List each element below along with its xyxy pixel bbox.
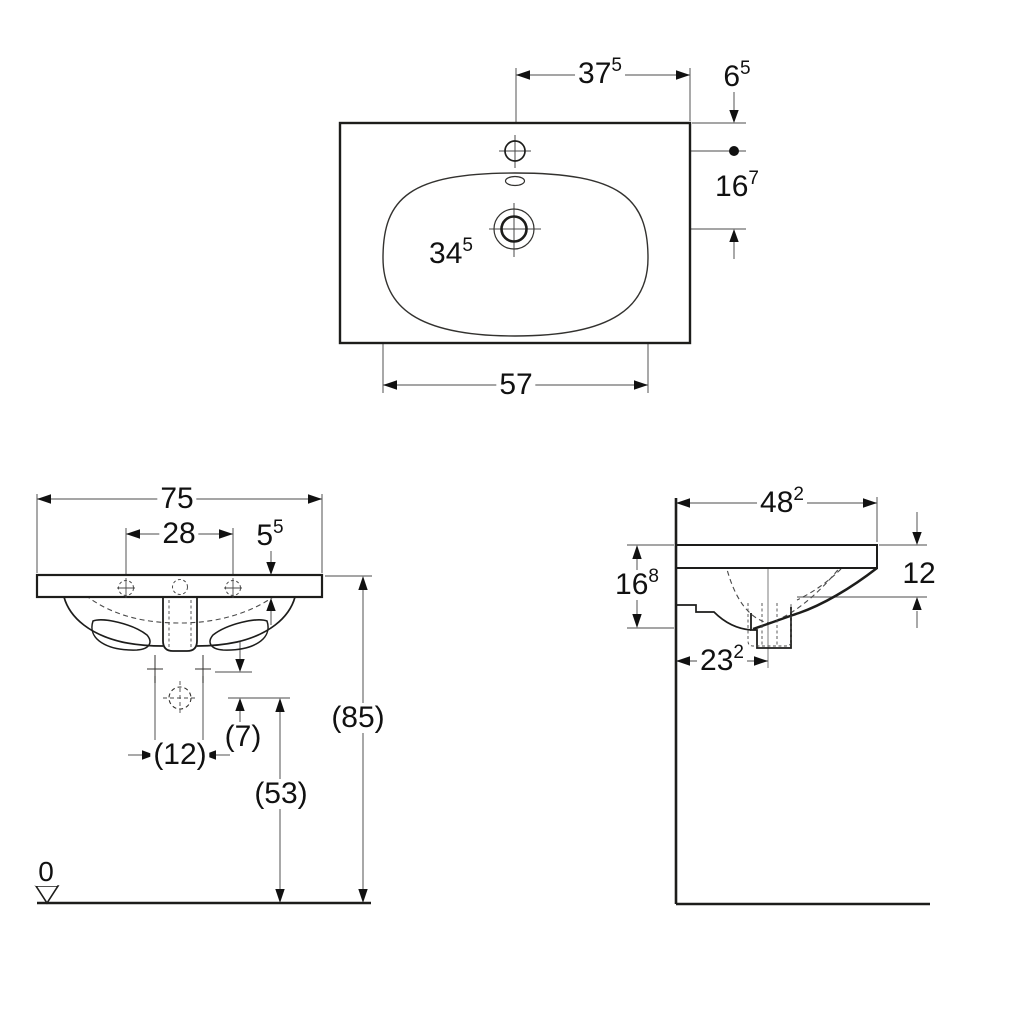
arrow-left (37, 494, 51, 504)
arrow-down (358, 889, 368, 903)
slab-front (35, 573, 324, 599)
arrow-right (308, 494, 322, 504)
front-view (34, 494, 372, 905)
dim-label-tap-to-drain: 167 (712, 169, 762, 202)
dim-label-slab-thickness: 55 (253, 518, 287, 551)
bowl-web-right (209, 619, 269, 651)
arrow-right (754, 656, 768, 666)
arrow-down (729, 110, 739, 123)
dim-label-supply-spacing: (12) (150, 740, 210, 770)
drain-inner-plan (500, 215, 528, 243)
arrow-up (632, 545, 642, 559)
dim-label-rim-height: (85) (328, 703, 388, 733)
arrow-left (383, 380, 397, 390)
arrow-right (142, 750, 155, 760)
dim-label-basin-width: 57 (496, 370, 536, 400)
top-view (338, 68, 746, 393)
dim-label-wall-to-drain: 232 (697, 643, 747, 676)
outlet-crosshair (163, 681, 197, 715)
tap-hole-plan (504, 140, 526, 162)
connection-crosses (147, 655, 211, 683)
arrow-down (235, 659, 245, 672)
tap-hole-hidden-icon (172, 579, 188, 595)
bowl-underside-side (676, 604, 752, 631)
dim-label-fixing-holes: 28 (159, 519, 199, 549)
trap-hidden-outline-side (747, 603, 792, 647)
rim-hidden-edge-side (796, 548, 858, 601)
dim-label-outlet-height: (53) (251, 779, 311, 809)
front-view-dimension-lines (36, 494, 372, 890)
arrow-left (676, 498, 690, 508)
bowl-underside-left (63, 596, 164, 647)
overflow-slot-plan (504, 175, 526, 187)
drain-crosshair (489, 203, 541, 257)
arrow-left (676, 656, 690, 666)
side-view-arrowheads (632, 498, 922, 666)
datum-triangle-icon (34, 885, 60, 905)
slab-side (675, 544, 878, 569)
arrow-up (912, 597, 922, 610)
basin-outline-plan (382, 172, 649, 337)
arrow-right (634, 380, 648, 390)
arrow-up (235, 698, 245, 711)
trap-side (750, 607, 792, 649)
arrow-right (676, 70, 690, 80)
front-view-arrowheads (37, 494, 368, 903)
side-view (627, 497, 930, 906)
bowl-underside-right (196, 596, 296, 647)
arrow-down (632, 614, 642, 628)
arrow-down (275, 889, 285, 903)
arrow-right (863, 498, 877, 508)
datum-zero-label: 0 (35, 858, 57, 886)
bowl-web-left (91, 619, 151, 651)
drain-outer-plan (493, 208, 535, 250)
arrow-up (266, 598, 276, 611)
dim-label-total-width: 75 (157, 484, 197, 514)
arrow-down (912, 532, 922, 545)
dim-label-edge-to-tap: 65 (720, 59, 754, 92)
arrow-up (275, 698, 285, 712)
trap-front (162, 597, 198, 652)
trap-hidden-lines-front (168, 600, 192, 648)
dim-label-total-depth: 482 (757, 485, 807, 518)
dim-label-front-height: 12 (899, 559, 939, 589)
arrow-left (516, 70, 530, 80)
arrow-up (729, 229, 739, 242)
dim-label-tap-to-edge: 375 (575, 56, 625, 89)
trap-hidden-lines-side (761, 603, 778, 646)
arrow-up (358, 576, 368, 590)
arrow-down (266, 562, 276, 575)
dim-label-cross-to-outlet: (7) (221, 722, 265, 752)
bowl-front-curve-side (752, 567, 878, 631)
slab-hole-symbols (117, 578, 242, 598)
dim-label-basin-height: 168 (612, 567, 662, 600)
arrow-left (126, 529, 140, 539)
dimension-dot (729, 146, 739, 156)
dim-label-basin-depth-plan: 345 (426, 236, 476, 269)
arrow-right (219, 529, 233, 539)
